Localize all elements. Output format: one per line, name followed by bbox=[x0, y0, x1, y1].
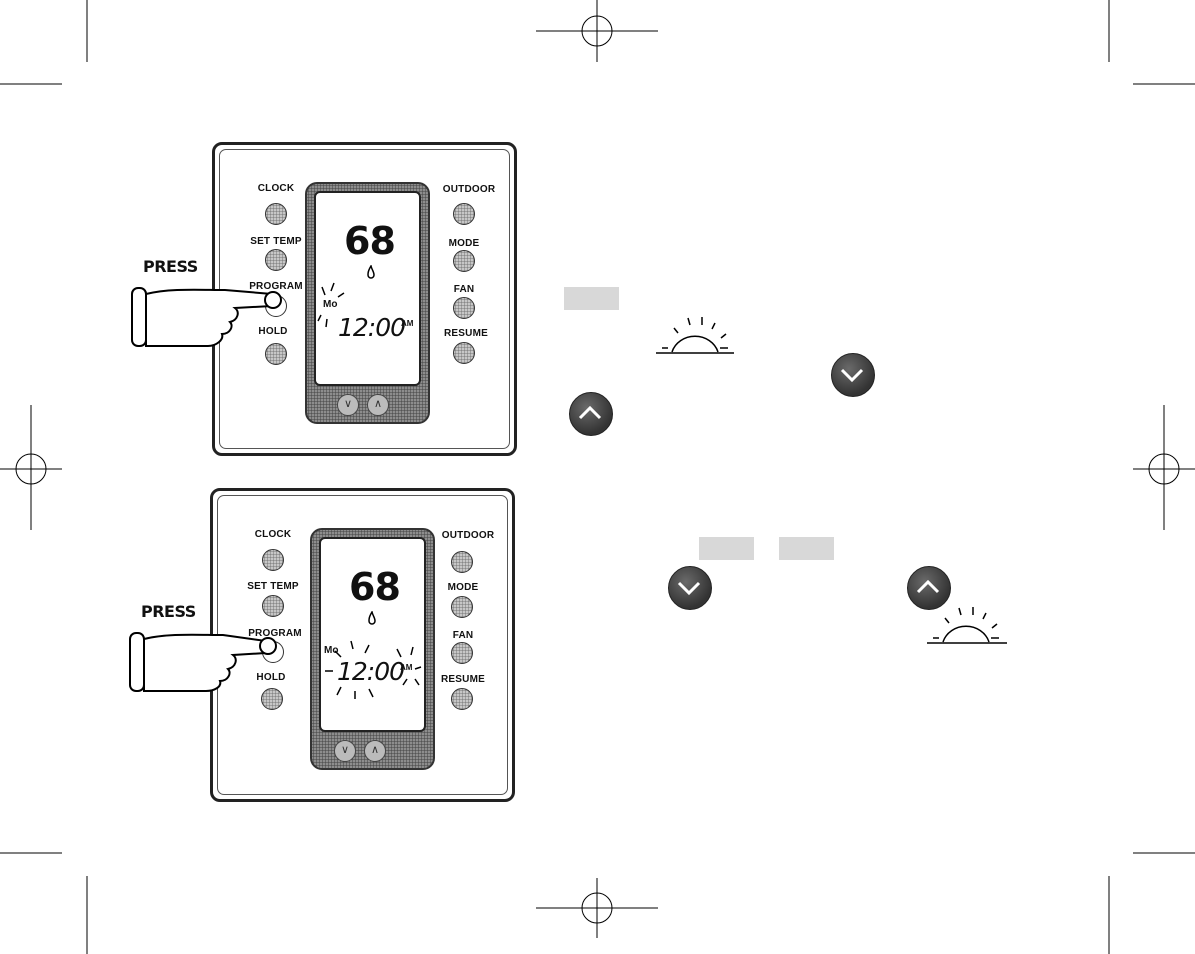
press-label-2: PRESS bbox=[141, 602, 196, 621]
lcd-down-button[interactable]: ∨ bbox=[337, 394, 359, 416]
set-temp-label: SET TEMP bbox=[250, 236, 302, 247]
mode-label: MODE bbox=[447, 582, 479, 593]
sunrise-icon bbox=[656, 317, 734, 354]
highlight-box bbox=[779, 537, 834, 560]
up-arrow-button-icon bbox=[907, 566, 951, 610]
pointing-hand-icon bbox=[129, 632, 277, 692]
set-temp-button[interactable] bbox=[262, 595, 284, 617]
sunrise-icon bbox=[927, 607, 1007, 644]
thermostat-panel-2: CLOCK SET TEMP PROGRAM HOLD OUTDOOR MODE… bbox=[210, 488, 515, 802]
lcd-up-button[interactable]: ∧ bbox=[367, 394, 389, 416]
lcd-up-button[interactable]: ∧ bbox=[364, 740, 386, 762]
highlight-box bbox=[699, 537, 754, 560]
lcd-frame: 68 Mo 12:00 AM ∨ ∧ bbox=[305, 182, 430, 424]
press-label-1: PRESS bbox=[143, 257, 198, 276]
lcd-display: 68 Mo 12:00 AM bbox=[319, 537, 426, 732]
program-label: PROGRAM bbox=[248, 628, 302, 639]
outdoor-button[interactable] bbox=[451, 551, 473, 573]
mode-label: MODE bbox=[448, 238, 480, 249]
hold-label: HOLD bbox=[258, 326, 288, 337]
clock-button[interactable] bbox=[262, 549, 284, 571]
lcd-day: Mo bbox=[324, 645, 339, 656]
up-arrow-button-icon bbox=[569, 392, 613, 436]
down-arrow-button-icon bbox=[831, 353, 875, 397]
lcd-ampm: AM bbox=[401, 319, 414, 328]
lcd-time: 12:00 bbox=[338, 313, 406, 342]
flame-icon bbox=[368, 611, 376, 625]
resume-label: RESUME bbox=[444, 328, 488, 339]
mode-button[interactable] bbox=[453, 250, 475, 272]
mode-button[interactable] bbox=[451, 596, 473, 618]
lcd-display: 68 Mo 12:00 AM bbox=[314, 191, 421, 386]
fan-button[interactable] bbox=[451, 642, 473, 664]
lcd-temperature: 68 bbox=[349, 565, 401, 609]
lcd-time: 12:00 bbox=[337, 657, 405, 686]
set-temp-button[interactable] bbox=[265, 249, 287, 271]
outdoor-button[interactable] bbox=[453, 203, 475, 225]
clock-label: CLOCK bbox=[254, 529, 292, 540]
resume-button[interactable] bbox=[451, 688, 473, 710]
lcd-frame: 68 Mo 12:00 AM bbox=[310, 528, 435, 770]
lcd-ampm: AM bbox=[400, 663, 413, 672]
lcd-temperature: 68 bbox=[344, 219, 396, 263]
clock-label: CLOCK bbox=[257, 183, 295, 194]
lcd-day: Mo bbox=[323, 299, 338, 310]
flame-icon bbox=[367, 265, 375, 279]
pointing-hand-icon bbox=[131, 287, 282, 347]
hold-label: HOLD bbox=[256, 672, 286, 683]
fan-label: FAN bbox=[452, 630, 474, 641]
hold-button[interactable] bbox=[261, 688, 283, 710]
set-temp-label: SET TEMP bbox=[247, 581, 299, 592]
lcd-down-button[interactable]: ∨ bbox=[334, 740, 356, 762]
hold-button[interactable] bbox=[265, 343, 287, 365]
outdoor-label: OUTDOOR bbox=[442, 184, 496, 195]
outdoor-label: OUTDOOR bbox=[441, 530, 495, 541]
clock-button[interactable] bbox=[265, 203, 287, 225]
resume-label: RESUME bbox=[441, 674, 485, 685]
fan-button[interactable] bbox=[453, 297, 475, 319]
fan-label: FAN bbox=[453, 284, 475, 295]
blink-rays-icon bbox=[317, 282, 345, 328]
down-arrow-button-icon bbox=[668, 566, 712, 610]
resume-button[interactable] bbox=[453, 342, 475, 364]
highlight-box bbox=[564, 287, 619, 310]
program-label: PROGRAM bbox=[249, 281, 303, 292]
blink-rays-icon bbox=[325, 640, 422, 699]
